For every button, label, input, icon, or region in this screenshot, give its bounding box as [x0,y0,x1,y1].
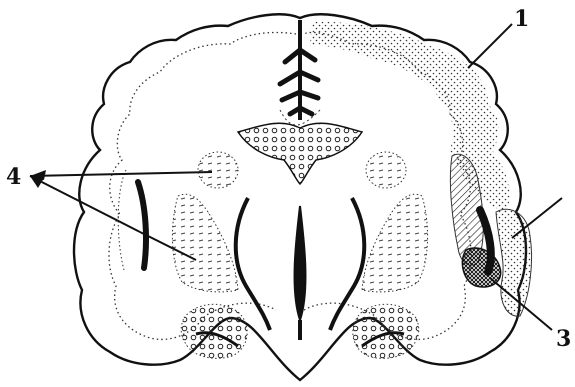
label-1: 1 [514,6,529,32]
label-4: 4 [6,164,21,190]
right-round-nucleus [366,152,406,188]
leader-line-1 [468,24,512,68]
left-round-nucleus [198,152,238,188]
label-3: 3 [556,326,571,352]
